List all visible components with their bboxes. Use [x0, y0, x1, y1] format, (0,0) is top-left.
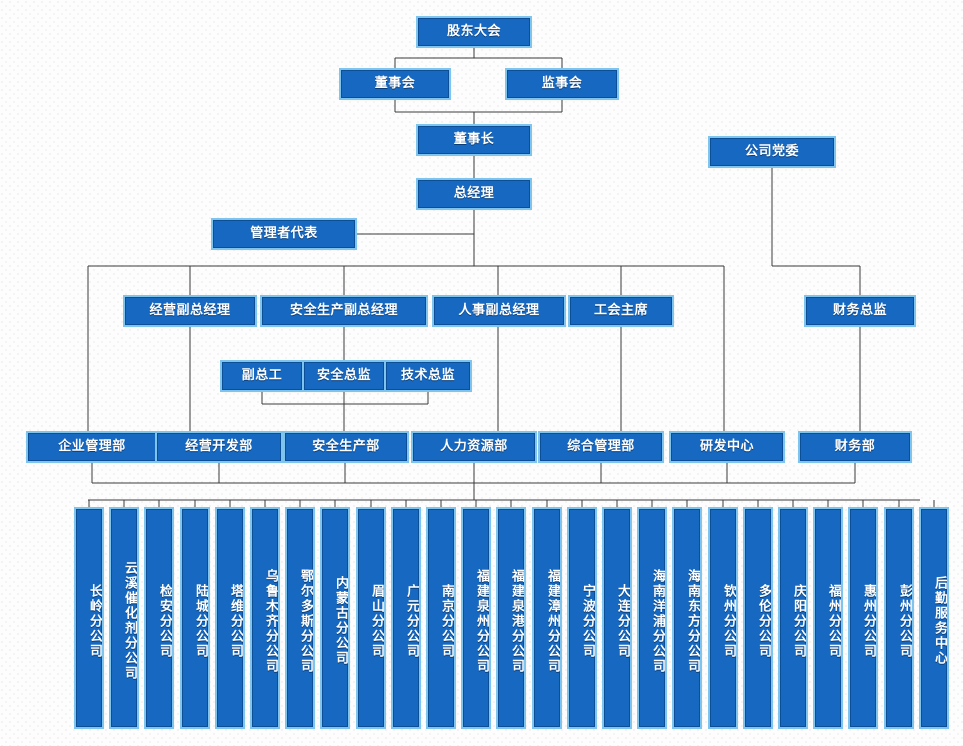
node-vice-manager-hr[interactable]: 人事副总经理	[432, 295, 566, 327]
node-branch-23[interactable]: 惠州分公司	[848, 507, 878, 729]
node-branch-8[interactable]: 内蒙古分公司	[320, 507, 350, 729]
node-board-of-directors[interactable]: 董事会	[339, 68, 451, 100]
node-branch-25[interactable]: 后勤服务中心	[919, 507, 949, 729]
node-safety-director[interactable]: 安全总监	[302, 360, 386, 392]
node-union-chairman[interactable]: 工会主席	[568, 295, 674, 327]
node-branch-6[interactable]: 乌鲁木齐分公司	[250, 507, 280, 729]
node-finance-director[interactable]: 财务总监	[804, 295, 916, 327]
node-department-finance[interactable]: 财务部	[798, 431, 912, 463]
node-general-manager[interactable]: 总经理	[416, 178, 532, 210]
node-shareholders-meeting[interactable]: 股东大会	[416, 16, 532, 48]
node-branch-9[interactable]: 眉山分公司	[356, 507, 386, 729]
node-department-business-development[interactable]: 经营开发部	[155, 431, 283, 463]
node-vice-manager-safety-production[interactable]: 安全生产副总经理	[260, 295, 428, 327]
node-branch-22[interactable]: 福州分公司	[813, 507, 843, 729]
node-branch-18[interactable]: 海南东方分公司	[672, 507, 702, 729]
node-branch-7[interactable]: 鄂尔多斯分公司	[285, 507, 315, 729]
node-branch-16[interactable]: 大连分公司	[602, 507, 632, 729]
node-party-committee[interactable]: 公司党委	[708, 136, 836, 168]
node-branch-17[interactable]: 海南洋浦分公司	[637, 507, 667, 729]
node-branch-19[interactable]: 钦州分公司	[708, 507, 738, 729]
node-branch-11[interactable]: 南京分公司	[426, 507, 456, 729]
node-branch-10[interactable]: 广元分公司	[391, 507, 421, 729]
node-chairman[interactable]: 董事长	[416, 124, 532, 156]
node-branch-20[interactable]: 多伦分公司	[743, 507, 773, 729]
node-deputy-chief-engineer[interactable]: 副总工	[220, 360, 304, 392]
node-department-human-resources[interactable]: 人力资源部	[411, 431, 537, 463]
node-branch-5[interactable]: 塔维分公司	[215, 507, 245, 729]
node-branch-1[interactable]: 长岭分公司	[74, 507, 104, 729]
node-department-rnd-center[interactable]: 研发中心	[669, 431, 785, 463]
node-branch-15[interactable]: 宁波分公司	[567, 507, 597, 729]
node-branch-2[interactable]: 云溪催化剂分公司	[109, 507, 139, 729]
node-branch-12[interactable]: 福建泉州分公司	[461, 507, 491, 729]
node-manager-representative[interactable]: 管理者代表	[211, 218, 357, 250]
node-branch-24[interactable]: 彭州分公司	[884, 507, 914, 729]
node-department-safety-production[interactable]: 安全生产部	[283, 431, 409, 463]
node-vice-manager-operations[interactable]: 经营副总经理	[123, 295, 257, 327]
node-branch-13[interactable]: 福建泉港分公司	[496, 507, 526, 729]
node-board-of-supervisors[interactable]: 监事会	[505, 68, 619, 100]
node-department-enterprise-management[interactable]: 企业管理部	[26, 431, 158, 463]
node-branch-3[interactable]: 检安分公司	[144, 507, 174, 729]
node-branch-14[interactable]: 福建漳州分公司	[532, 507, 562, 729]
node-branch-4[interactable]: 陆城分公司	[180, 507, 210, 729]
node-technical-director[interactable]: 技术总监	[384, 360, 472, 392]
node-department-general-management[interactable]: 综合管理部	[538, 431, 664, 463]
node-branch-21[interactable]: 庆阳分公司	[778, 507, 808, 729]
